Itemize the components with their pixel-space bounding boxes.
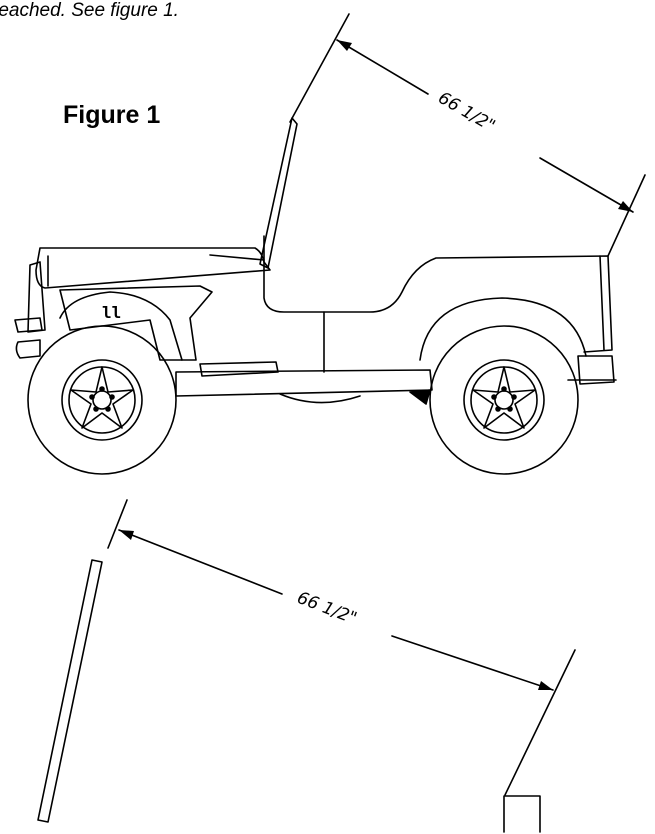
tow-hook [15,339,41,359]
rear-lug-1 [501,386,507,392]
front-bumper [14,317,43,333]
skid-plate [279,393,361,404]
front-fender [59,291,183,361]
bottom-arrow-right [538,681,553,690]
rear-lug-5 [491,394,497,400]
front-lug-3 [105,406,111,412]
top-dimension-line-b [539,157,634,213]
rear-wheel [429,325,579,475]
front-lug-5 [89,394,95,400]
top-extension-left [289,13,350,123]
bottom-detail: 66 1/2" [37,499,576,833]
bottom-dimension-line-a [118,529,283,595]
top-dimension-line-a [336,39,429,95]
front-tire [27,325,177,475]
top-dimension-label: 66 1/2" [435,88,499,136]
body-marking: ll [102,303,121,322]
rear-lug-3 [507,406,513,412]
top-arrow-left [337,40,352,51]
vehicle: ll [14,117,617,475]
body-tub [263,235,613,353]
rear-panel-line [599,255,605,351]
top-dimension: 66 1/2" [289,13,646,257]
front-rim-inner [68,366,136,434]
rear-lug-4 [495,406,501,412]
rear-lug-2 [511,394,517,400]
bottom-extension-right [504,649,576,796]
front-wheel [27,325,177,475]
bottom-dimension-line-b [391,635,554,691]
bottom-arrow-left [119,530,134,540]
rear-rim-outer [463,359,545,441]
front-spokes [70,366,134,429]
figure-title: Figure 1 [63,101,161,129]
front-rim-outer [61,359,143,441]
front-lug-4 [93,406,99,412]
rear-shackle [409,389,431,405]
top-arrow-right [618,201,633,212]
windshield-post [37,559,103,823]
bottom-dimension-label: 66 1/2" [294,588,359,629]
frame-rail [175,369,433,397]
side-step [199,361,279,377]
front-grille [27,261,46,333]
rear-wheel-arch [419,297,587,361]
top-extension-right [607,174,646,257]
front-lug-2 [109,394,115,400]
windshield-frame [259,117,298,269]
rear-tire [429,325,579,475]
hood-ridge [209,254,265,261]
caption-text: reached. See figure 1. [0,0,179,21]
rear-spokes [472,366,536,429]
rear-rim-inner [470,366,538,434]
bottom-extension-left [107,499,128,549]
hood [35,247,271,289]
body-corner-bracket [503,795,541,833]
rear-corner [577,355,615,385]
front-lug-1 [99,386,105,392]
